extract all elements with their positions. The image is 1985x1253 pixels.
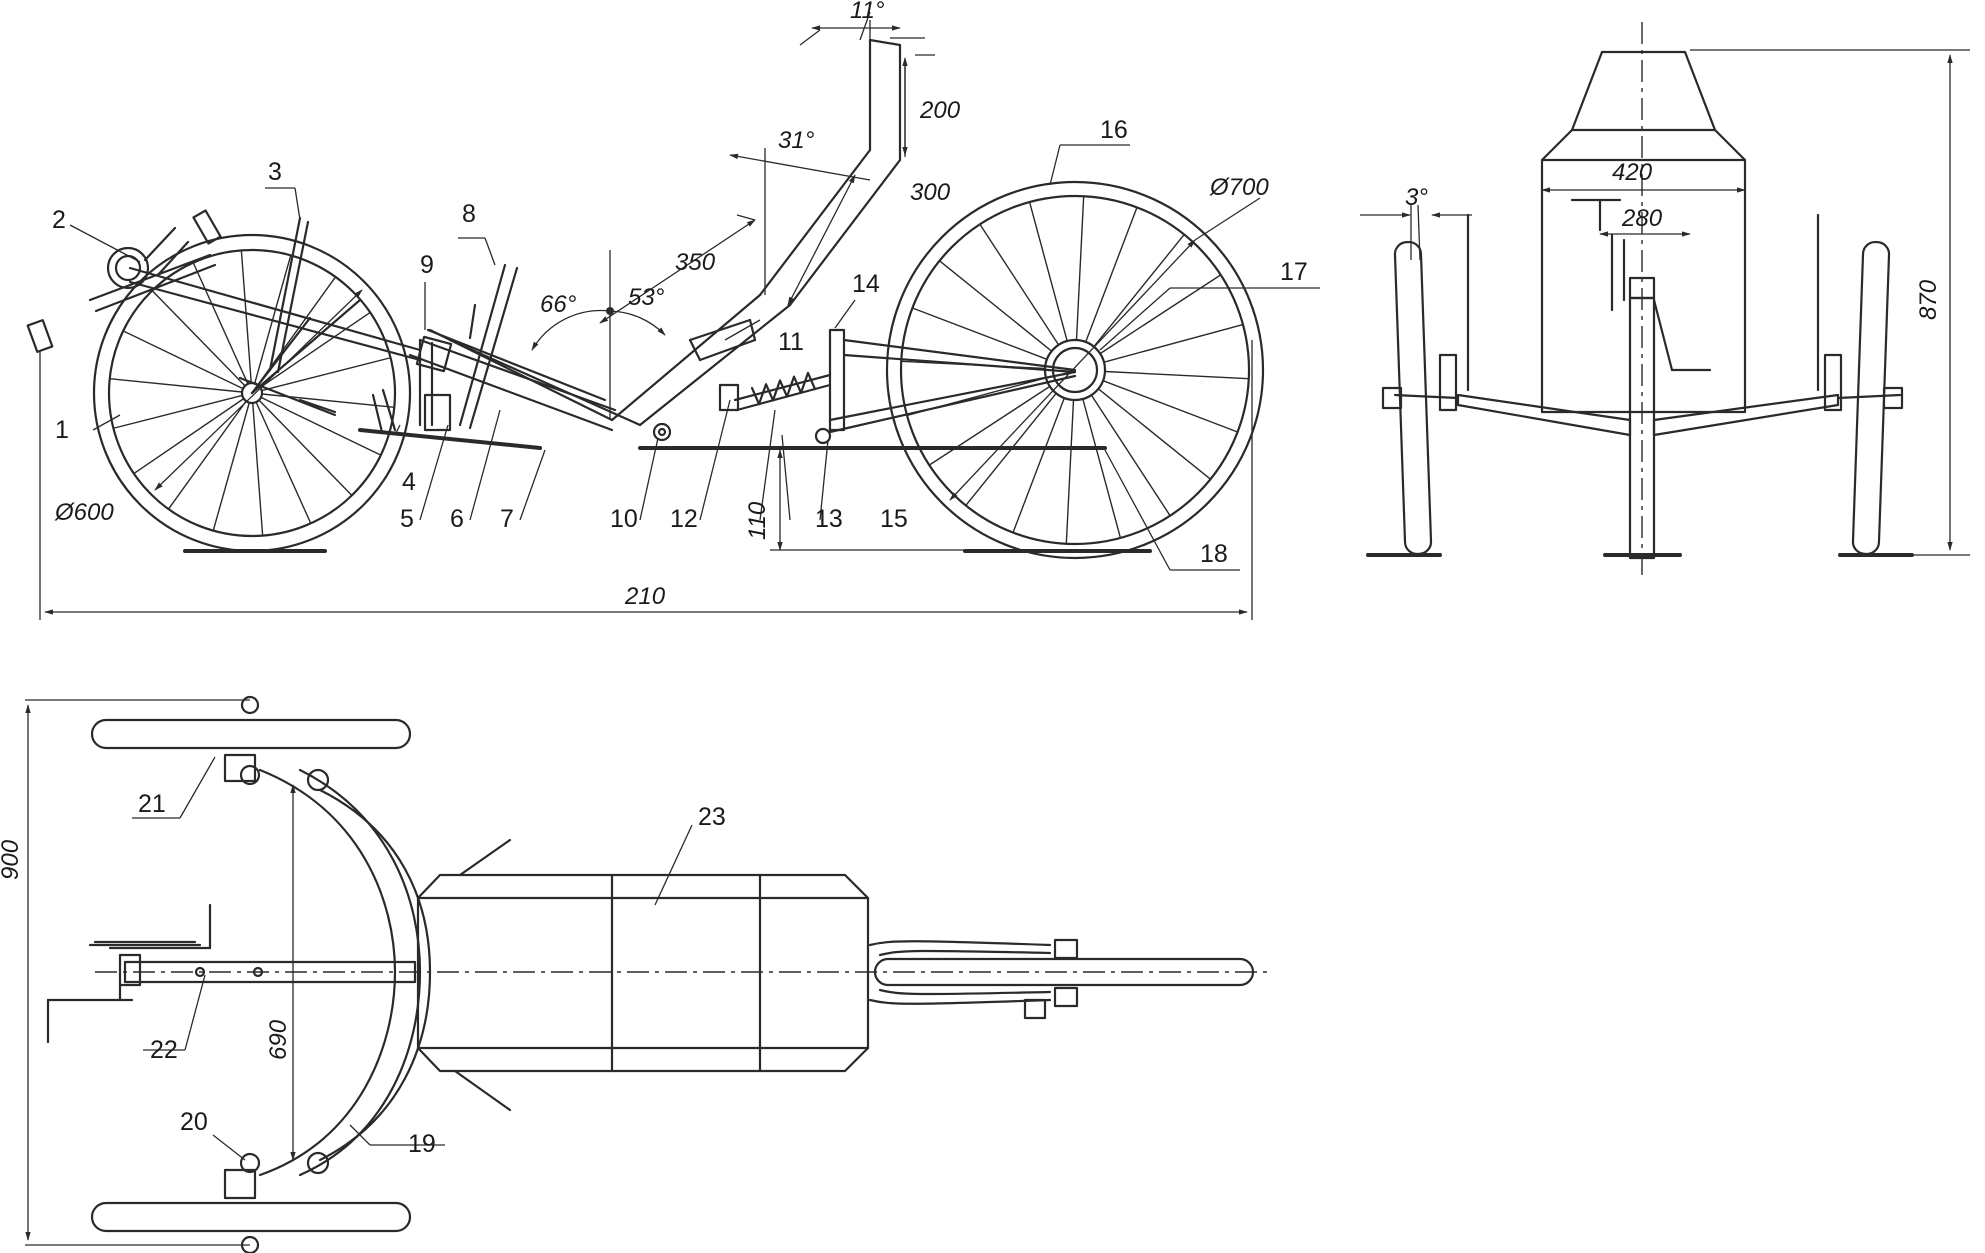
dim-angle-31: 31° [778,127,815,154]
wheel-spoke [906,377,1047,417]
wheel-spoke [1104,370,1249,380]
wheel-spoke [133,398,245,475]
label-11: 11 [778,328,804,356]
dim-length: 210 [624,583,666,610]
label-21: 21 [138,790,166,818]
dim-width-420: 420 [1612,159,1653,186]
wheel-spoke [1012,397,1065,533]
wheel-spoke [252,402,264,536]
label-22: 22 [150,1036,178,1064]
label-8: 8 [462,200,476,228]
rear-swingarm [638,328,1107,450]
label-2: 2 [52,206,66,234]
dim-angle-66: 66° [540,291,577,318]
wheel-spoke [260,396,382,456]
dim-seat-back: 300 [910,179,951,206]
wheel-spoke [151,290,246,387]
rear-view: 3° 420 280 870 [1360,22,1970,575]
wheel-spoke [1075,196,1085,341]
wheel-spoke [1028,201,1068,342]
label-16: 16 [1100,116,1128,144]
label-10: 10 [610,505,638,533]
dim-width-280: 280 [1621,205,1663,232]
wheel-spoke [261,357,391,392]
side-leaders [69,144,1320,571]
wheel-spoke [113,394,243,429]
wheel-spoke [1103,323,1244,363]
dim-camber: 3° [1405,184,1428,211]
wheel-spoke [258,399,353,496]
dim-height-870: 870 [1915,279,1942,320]
wheel-spoke [1097,388,1211,480]
top-view: 19 20 21 22 23 900 690 [0,695,1270,1253]
wheel-spoke [928,385,1051,466]
label-12: 12 [670,505,698,533]
wheel-spoke [192,262,249,385]
side-view: 1 2 3 4 5 6 7 8 9 10 11 12 13 14 15 16 1… [26,0,1320,620]
dim-axle-690: 690 [265,1019,292,1060]
label-23: 23 [698,803,726,831]
dim-seat-pan: 350 [675,249,716,276]
label-9: 9 [420,251,434,279]
label-17: 17 [1280,258,1308,286]
wheel-spoke [1065,399,1075,544]
label-4: 4 [402,468,416,496]
shock-spring [750,371,817,406]
label-3: 3 [268,158,282,186]
wheel-spoke [939,260,1053,352]
dim-headrest: 200 [919,97,961,124]
wheel-spoke [109,378,243,393]
dim-rear-wheel: Ø700 [1209,174,1269,201]
label-18: 18 [1200,540,1228,568]
label-1: 1 [55,416,69,444]
wheel-spoke [240,250,252,384]
label-7: 7 [500,505,514,533]
wheel-spoke [255,401,312,524]
dim-angle-11: 11° [850,0,885,24]
wheel-spoke [1102,380,1238,433]
side-dim-texts: Ø600 Ø700 210 110 300 200 350 66° 53° 31… [54,0,1269,610]
wheel-spoke [1093,234,1185,348]
label-5: 5 [400,505,414,533]
dim-clearance: 110 [744,501,771,540]
label-20: 20 [180,1108,208,1136]
label-14: 14 [852,270,880,298]
label-13: 13 [815,505,843,533]
wheel-spoke [1099,274,1222,355]
front-boom [26,209,422,417]
label-19: 19 [408,1130,436,1158]
main-frame [358,263,617,450]
dim-track-900: 900 [0,839,24,880]
side-dimensions [39,11,1261,620]
wheel-spoke [1085,207,1138,343]
dim-front-wheel: Ø600 [54,499,114,526]
dim-angle-53: 53° [628,284,665,311]
label-15: 15 [880,505,908,533]
wheel-spoke [979,223,1060,346]
wheel-spoke [259,311,371,388]
wheel-spoke [122,330,244,390]
side-labels: 1 2 3 4 5 6 7 8 9 10 11 12 13 14 15 16 1… [52,116,1308,568]
label-6: 6 [450,505,464,533]
